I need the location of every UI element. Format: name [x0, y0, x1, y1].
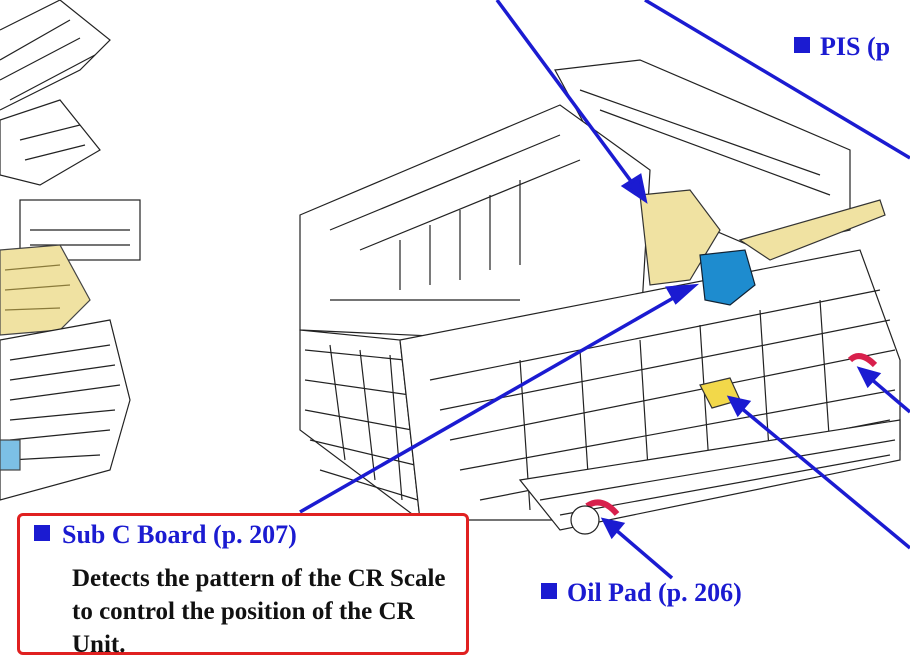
oil-pad-callout: Oil Pad (p. 206) [541, 578, 742, 608]
bullet-square-icon [541, 583, 557, 599]
sub-c-board-callout: Sub C Board (p. 207) Detects the pattern… [17, 513, 469, 658]
leader-pis [644, 0, 910, 160]
leader-yellow-part [738, 405, 910, 550]
sub-c-board-description: Detects the pattern of the CR Scale to c… [72, 565, 446, 658]
bullet-square-icon [34, 525, 50, 541]
oil-pad-label: Oil Pad (p. 206) [567, 578, 742, 607]
arrow-to-oil-pad [600, 517, 626, 540]
main-assembly [299, 59, 901, 535]
pis-callout: PIS (p [794, 32, 890, 62]
arrow-right-part [856, 366, 882, 389]
arrow-to-sub-c-board [665, 283, 700, 305]
sub-c-board-label: Sub C Board (p. 207) [62, 520, 297, 549]
arrow-to-yellow-part [726, 395, 752, 418]
bullet-square-icon [794, 37, 810, 53]
arrow-to-chute [620, 173, 648, 204]
pis-label: PIS (p [820, 32, 891, 61]
leader-oil-pad [614, 528, 674, 580]
left-assembly [0, 0, 141, 501]
leader-to-chute [495, 0, 638, 190]
sub-c-board-title: Sub C Board (p. 207) [34, 520, 297, 550]
leader-sub-c-board [299, 291, 683, 514]
leader-right-part [868, 376, 910, 414]
